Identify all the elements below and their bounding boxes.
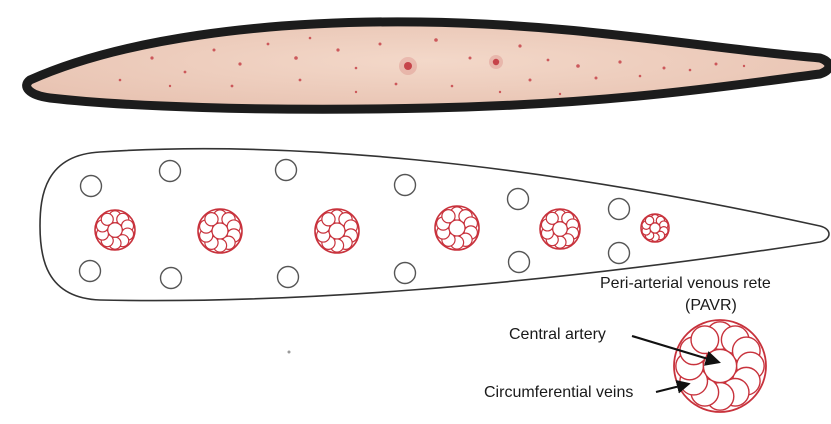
vessel-spot <box>119 79 122 82</box>
pavr <box>95 210 135 250</box>
vessel-spot <box>595 77 598 80</box>
isolated-vein <box>278 267 299 288</box>
specimen-outline <box>27 22 829 109</box>
vessel-spot <box>150 56 153 59</box>
isolated-vein <box>509 252 530 273</box>
vessel-spot <box>238 62 241 65</box>
pavr <box>540 209 580 249</box>
pavr-abbrev-label: (PAVR) <box>685 297 737 315</box>
circumferential-vein <box>691 326 719 354</box>
vessel-spot <box>639 75 642 78</box>
vessel-spot <box>267 43 270 46</box>
vessel-spot <box>395 83 398 86</box>
circumferential-veins-label: Circumferential veins <box>484 384 633 402</box>
vessel-spot <box>379 43 382 46</box>
isolated-vein <box>508 189 529 210</box>
isolated-vein <box>276 160 297 181</box>
vessel-spot <box>309 37 312 40</box>
specimen-photo <box>27 22 829 109</box>
vessel-spot <box>231 85 234 88</box>
pavr <box>315 209 359 253</box>
vessel-spot <box>547 59 550 62</box>
vessel-spot <box>294 56 298 60</box>
vessel-spot-halo <box>489 55 503 69</box>
vessel-spot <box>355 67 358 70</box>
vessel-spot <box>559 93 561 95</box>
isolated-vein <box>81 176 102 197</box>
vessel-spot <box>618 60 621 63</box>
vessel-spot <box>169 85 171 87</box>
vessel-spot <box>576 64 580 68</box>
vessel-spot <box>451 85 454 88</box>
central-artery <box>449 220 465 236</box>
central-artery <box>212 223 228 239</box>
isolated-vein <box>161 268 182 289</box>
isolated-vein <box>160 161 181 182</box>
vessel-spot <box>469 57 472 60</box>
vessel-spot <box>518 44 521 47</box>
vessel-spot <box>434 38 438 42</box>
central-artery <box>553 222 567 236</box>
speck <box>288 351 291 354</box>
vessel-spot <box>743 65 745 67</box>
central-artery <box>108 223 122 237</box>
vessel-spot <box>213 49 216 52</box>
vessel-spot <box>529 79 532 82</box>
vessel-spot <box>663 67 666 70</box>
isolated-vein <box>609 243 630 264</box>
isolated-vein <box>80 261 101 282</box>
pavr-label: Peri-arterial venous rete <box>600 275 771 293</box>
central-artery <box>650 223 660 233</box>
pavr <box>435 206 479 250</box>
pavr-detail <box>674 320 766 412</box>
central-artery <box>329 223 345 239</box>
pavr <box>198 209 242 253</box>
vessel-spot <box>184 71 187 74</box>
vessel-spot <box>336 48 339 51</box>
pavr <box>641 214 669 242</box>
pavr-enlarged <box>674 320 766 412</box>
central-artery <box>703 349 736 382</box>
vessel-spot <box>689 69 692 72</box>
vessel-spot-halo <box>399 57 417 75</box>
isolated-vein <box>395 263 416 284</box>
isolated-vein <box>395 175 416 196</box>
vessel-spot <box>715 63 718 66</box>
vessel-spot <box>499 91 501 93</box>
central-artery-label: Central artery <box>509 326 606 344</box>
vessel-spot <box>299 79 302 82</box>
vessel-spot <box>355 91 357 93</box>
isolated-vein <box>609 199 630 220</box>
